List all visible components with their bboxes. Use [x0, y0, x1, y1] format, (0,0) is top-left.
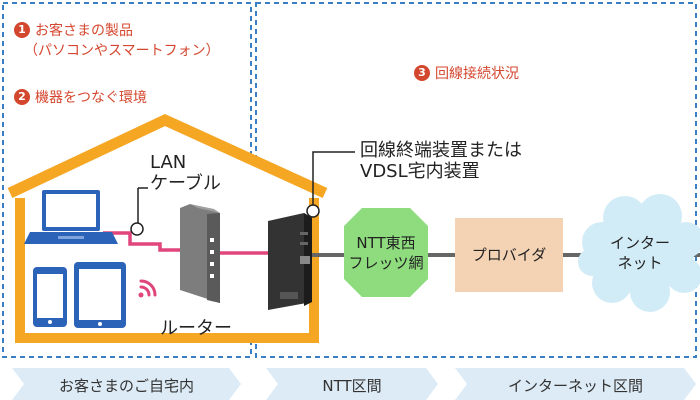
lan-label-line1: LAN [150, 152, 187, 173]
laptop-icon [24, 190, 118, 244]
tab-ntt-label: NTT区間 [322, 377, 382, 395]
wifi-icon [138, 279, 157, 298]
lan-cable-marker [130, 222, 144, 236]
provider-label: プロバイダ [471, 246, 547, 264]
internet-label-line1: インター [609, 234, 670, 252]
ntt-label-line1: NTT東西 [356, 234, 416, 252]
ntt-internet-section-frame [255, 2, 697, 358]
house-walls [15, 198, 319, 343]
onu-label: 回線終端装置または VDSL宅内装置 [360, 140, 522, 182]
product-heading: 1 お客さまの製品 [14, 20, 133, 40]
internet-label-line2: ネット [617, 254, 663, 272]
lan-cable-label: LAN ケーブル [150, 152, 221, 194]
tab-home-label: お客さまのご自宅内 [58, 377, 194, 395]
tab-ntt-bg [266, 368, 438, 400]
lan-label-line2: ケーブル [150, 173, 221, 194]
ntt-node-label: NTT東西 フレッツ網 [344, 233, 428, 273]
line-status-heading: 3 回線接続状況 [414, 63, 519, 83]
product-title: お客さまの製品 [35, 23, 133, 39]
house-roof [7, 113, 328, 199]
onu-icon [268, 213, 312, 310]
tab-internet-label: インターネット区間 [507, 377, 643, 395]
internet-cloud-icon [578, 194, 700, 312]
ntt-flets-node [344, 208, 428, 297]
internet-label: インター ネット [598, 233, 682, 273]
lan-cable-laptop [103, 231, 180, 252]
line-status-title: 回線接続状況 [435, 66, 519, 82]
router-label: ルーター [160, 318, 232, 339]
product-subtitle: （パソコンやスマートフォン） [24, 43, 220, 59]
onu-marker [306, 204, 320, 218]
step-1-badge: 1 [14, 22, 30, 38]
tablet-icon [74, 262, 126, 328]
onu-callout-line [312, 151, 355, 205]
tab-internet-bg [455, 368, 696, 400]
onu-label-line1: 回線終端装置または [360, 140, 522, 161]
router-icon [180, 204, 220, 303]
onu-label-line2: VDSL宅内装置 [360, 161, 480, 182]
ntt-label-line2: フレッツ網 [348, 254, 424, 272]
environment-heading: 2 機器をつなぐ環境 [14, 87, 147, 107]
step-2-badge: 2 [14, 89, 30, 105]
tab-home-bg [12, 368, 241, 400]
provider-node [455, 218, 563, 292]
environment-title: 機器をつなぐ環境 [35, 90, 147, 106]
step-3-badge: 3 [414, 65, 430, 81]
smartphone-icon [33, 267, 67, 327]
